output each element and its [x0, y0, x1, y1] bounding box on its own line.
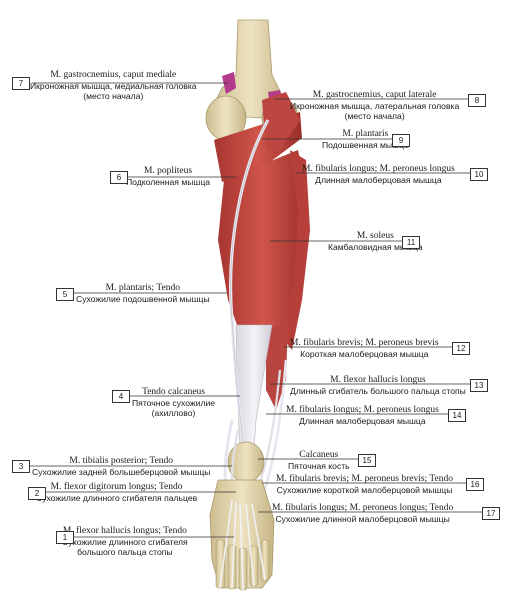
- label-number-16: 16: [466, 478, 484, 491]
- label-number-9: 9: [392, 134, 410, 147]
- gastrocnemius-medial-origin: [222, 72, 236, 94]
- label-number-2: 2: [28, 487, 46, 500]
- label-number-8: 8: [468, 94, 486, 107]
- label-number-15: 15: [358, 454, 376, 467]
- label-number-14: 14: [448, 409, 466, 422]
- label-fibularis-brevis-tendon: M. fibularis brevis; M. peroneus brevis;…: [276, 474, 453, 495]
- label-number-13: 13: [470, 379, 488, 392]
- label-number-5: 5: [56, 288, 74, 301]
- label-gastrocnemius-medial: M. gastrocnemius, caput mediale Икроножн…: [30, 70, 197, 101]
- label-number-10: 10: [470, 168, 488, 181]
- label-tibialis-posterior-tendon: M. tibialis posterior; Tendo Сухожилие з…: [32, 456, 211, 477]
- plantaris-muscle: [262, 92, 300, 150]
- label-number-3: 3: [12, 460, 30, 473]
- label-number-1: 1: [56, 531, 74, 544]
- fibularis-tendons: [260, 359, 288, 501]
- label-flexor-hallucis-tendon: M. flexor hallucis longus; Tendo Сухожил…: [62, 526, 188, 557]
- label-fibularis-brevis: M. fibularis brevis; M. peroneus brevis …: [290, 338, 439, 359]
- label-tendo-calcaneus: Tendo calcaneus Пяточное сухожилие (ахил…: [132, 387, 216, 418]
- label-number-17: 17: [482, 507, 500, 520]
- label-number-4: 4: [112, 390, 130, 403]
- label-plantaris-tendon: M. plantaris; Tendo Сухожилие подошвенно…: [76, 283, 210, 304]
- label-fibularis-longus-upper: M. fibularis longus; M. peroneus longus …: [302, 164, 455, 185]
- label-popliteus: M. popliteus Подколенная мышца: [126, 166, 211, 187]
- label-fibularis-longus-lower: M. fibularis longus; M. peroneus longus …: [286, 405, 439, 426]
- label-flexor-digitorum-tendon: M. flexor digitorum longus; Tendo Сухожи…: [36, 482, 198, 503]
- label-flexor-hallucis-longus: M. flexor hallucis longus Длинный сгибат…: [290, 375, 466, 396]
- leader-lines: [28, 82, 488, 538]
- label-number-12: 12: [452, 342, 470, 355]
- label-calcaneus: Calcaneus Пяточная кость: [288, 450, 350, 471]
- label-gastrocnemius-lateral: M. gastrocnemius, caput laterale Икронож…: [290, 90, 460, 121]
- label-soleus: M. soleus Камбаловидная мышца: [328, 231, 423, 252]
- toe-tendons: [219, 499, 266, 591]
- label-plantaris: M. plantaris Подошвенная мышца: [322, 129, 409, 150]
- fibularis-muscle: [284, 150, 310, 350]
- label-fibularis-longus-tendon: M. fibularis longus; M. peroneus longus;…: [272, 503, 454, 524]
- label-number-6: 6: [110, 171, 128, 184]
- label-number-7: 7: [12, 77, 30, 90]
- label-number-11: 11: [402, 236, 420, 249]
- achilles-tendon: [235, 324, 273, 451]
